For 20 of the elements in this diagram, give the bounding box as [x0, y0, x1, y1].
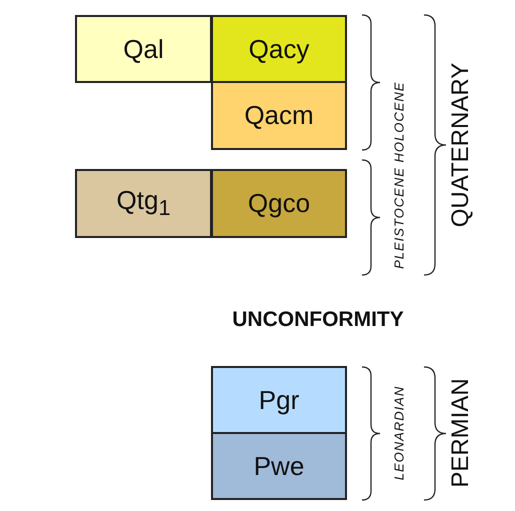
unit-label: Pwe	[254, 450, 304, 482]
map-unit-box	[211, 432, 347, 500]
unconformity-label: UNCONFORMITY	[232, 308, 404, 332]
unit-label: Qal	[123, 34, 164, 64]
map-unit-box	[211, 15, 347, 83]
period-label: PLEISTOCENE	[392, 167, 406, 269]
era-label: PERMIAN	[447, 378, 475, 488]
map-unit-box	[211, 81, 347, 150]
unit-label: Qgco	[248, 188, 310, 219]
map-unit-box	[75, 15, 212, 83]
unit-label: Qtg$_{1}$	[116, 185, 170, 222]
map-unit-box	[75, 169, 212, 238]
unit-label: Pgr	[258, 384, 300, 416]
unit-label: Qacm	[244, 100, 314, 131]
unit-label: Qacy	[248, 34, 310, 64]
map-unit-box	[211, 366, 347, 434]
period-label: HOLOCENE	[392, 82, 406, 162]
map-unit-box	[211, 169, 347, 238]
era-label: QUATERNARY	[447, 62, 475, 228]
period-label: LEONARDIAN	[392, 386, 406, 480]
